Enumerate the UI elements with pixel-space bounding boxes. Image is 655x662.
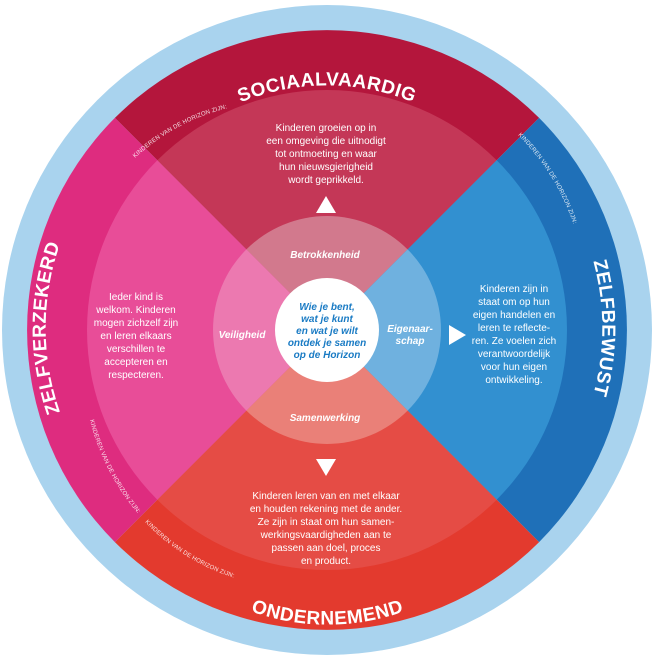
- text-bottom-line-6: en product.: [301, 556, 351, 567]
- label-eigenaarschap-line-1: Eigenaar-: [387, 324, 433, 335]
- text-right-line-7: voor hun eigen: [481, 362, 547, 373]
- text-bottom-line-1: Kinderen leren van en met elkaar: [252, 491, 400, 502]
- text-left-line-6: accepteren en: [104, 357, 167, 368]
- text-right-line-3: eigen handelen en: [473, 310, 555, 321]
- middle-segment-top: [246, 216, 408, 330]
- middle-segment-right: [327, 249, 441, 411]
- center-circle: [275, 278, 379, 382]
- label-betrokkenheid: Betrokkenheid: [290, 250, 360, 261]
- text-left-line-4: en leren elkaars: [100, 331, 171, 342]
- center-statement: Wie je bent, wat je kunt en wat je wilt …: [288, 302, 366, 361]
- center-line-2: wat je kunt: [301, 314, 353, 325]
- arrow-right-icon: [449, 325, 466, 345]
- text-left: Ieder kind is welkom. Kinderen mogen zic…: [94, 292, 178, 381]
- text-bottom-line-2: en houden rekening met de ander.: [250, 504, 402, 515]
- text-bottom-line-3: Ze zijn in staat om hun samen-: [258, 517, 395, 528]
- center-line-3: en wat je wilt: [296, 326, 358, 337]
- text-top-line-2: een omgeving die uitnodigt: [266, 136, 386, 147]
- middle-segment-bottom: [246, 330, 408, 444]
- text-right: Kinderen zijn in staat om op hun eigen h…: [472, 284, 557, 386]
- center-line-5: op de Horizon: [294, 350, 361, 361]
- text-top-line-5: wordt geprikkeld.: [287, 175, 364, 186]
- center-line-1: Wie je bent,: [299, 302, 354, 313]
- text-top: Kinderen groeien op in een omgeving die …: [266, 123, 386, 186]
- text-right-line-8: ontwikkeling.: [485, 375, 542, 386]
- segment-bottom: [157, 330, 497, 570]
- text-top-line-1: Kinderen groeien op in: [276, 123, 377, 134]
- text-right-line-5: ren. Ze voelen zich: [472, 336, 557, 347]
- text-bottom-line-5: passen aan doel, proces: [272, 543, 381, 554]
- segment-right: [327, 160, 567, 500]
- text-right-line-6: verantwoordelijk: [478, 349, 551, 360]
- text-bottom-line-4: werkingsvaardigheden aan te: [260, 530, 392, 541]
- text-left-line-1: Ieder kind is: [109, 292, 163, 303]
- text-right-line-2: staat om op hun: [478, 297, 550, 308]
- text-left-line-5: verschillen te: [107, 344, 166, 355]
- center-line-4: ontdek je samen: [288, 338, 366, 349]
- middle-ring: [213, 216, 441, 444]
- text-top-line-3: tot ontmoeting en waar: [275, 149, 377, 160]
- text-left-line-3: mogen zichzelf zijn: [94, 318, 178, 329]
- label-veiligheid: Veiligheid: [219, 330, 267, 341]
- text-right-line-1: Kinderen zijn in: [480, 284, 548, 295]
- label-samenwerking: Samenwerking: [290, 413, 361, 424]
- text-right-line-4: leren te reflecte-: [478, 323, 550, 334]
- label-eigenaarschap-line-2: schap: [396, 336, 425, 347]
- arrow-up-icon: [316, 196, 336, 213]
- text-bottom: Kinderen leren van en met elkaar en houd…: [250, 491, 402, 567]
- text-top-line-4: hun nieuwsgierigheid: [279, 162, 373, 173]
- text-left-line-7: respecteren.: [108, 370, 164, 381]
- middle-segment-left: [213, 249, 327, 411]
- text-left-line-2: welkom. Kinderen: [95, 305, 175, 316]
- segment-left: [87, 160, 327, 500]
- arrow-down-icon: [316, 459, 336, 476]
